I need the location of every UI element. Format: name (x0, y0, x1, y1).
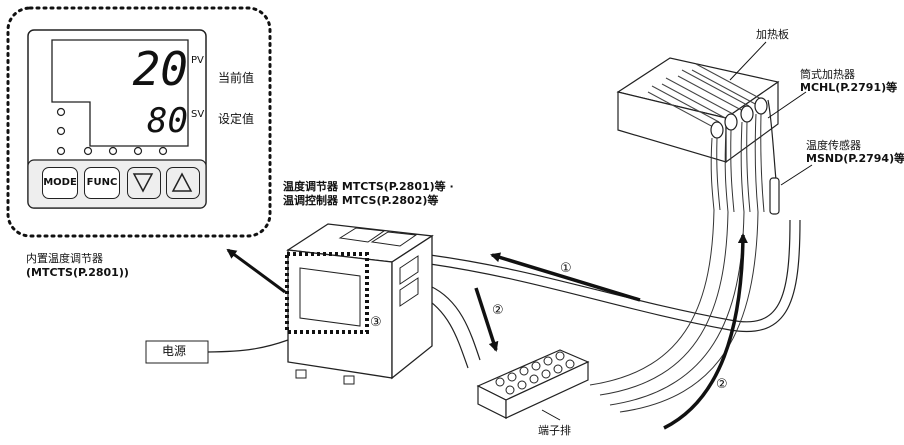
pv-caption: 当前值 (218, 71, 255, 85)
heater-plate-label: 加热板 (756, 28, 789, 41)
builtin-controller-label-line2: (MTCTS(P.2801)) (26, 266, 129, 279)
flow-arrow-2-up (663, 233, 748, 430)
flow-arrow-2-down (474, 287, 499, 352)
sv-display: 80 (147, 101, 188, 141)
power-label: 电源 (162, 344, 187, 358)
up-button[interactable] (166, 167, 200, 199)
marker-2a: ② (492, 303, 504, 318)
mode-button[interactable]: MODE (42, 167, 78, 199)
marker-1: ① (560, 261, 572, 276)
indicator-led (56, 107, 66, 117)
marker-3: ③ (370, 315, 382, 330)
marker-2b: ② (716, 377, 728, 392)
cartridge-heater-label: 筒式加热器 (800, 68, 855, 81)
flow-arrow-1 (490, 252, 641, 302)
pv-display: 20 (132, 42, 188, 96)
controller-label-line2: 温调控制器 MTCS(P.2802)等 (283, 194, 439, 207)
terminal-block-label: 端子排 (538, 424, 571, 437)
power-label-box (145, 340, 209, 364)
panel-callout-frame (6, 6, 272, 238)
down-button[interactable] (127, 167, 161, 199)
up-triangle-icon (171, 172, 193, 192)
cartridge-heater-code: MCHL(P.2791)等 (800, 81, 898, 94)
sv-caption: 设定值 (218, 112, 255, 126)
sensor-probe (769, 177, 780, 215)
temp-sensor-label: 温度传感器 (806, 139, 861, 152)
controller-label-line1: 温度调节器 MTCTS(P.2801)等 · (283, 180, 454, 193)
temp-sensor-code: MSND(P.2794)等 (806, 152, 904, 165)
builtin-controller-label-line1: 内置温度调节器 (26, 252, 103, 265)
unit-window-highlight (285, 252, 369, 334)
sv-tag: SV (191, 109, 205, 120)
down-triangle-icon (132, 173, 154, 193)
display-window (51, 39, 189, 147)
pv-tag: PV (191, 55, 204, 66)
unit-window (299, 267, 361, 327)
func-button[interactable]: FUNC (84, 167, 120, 199)
